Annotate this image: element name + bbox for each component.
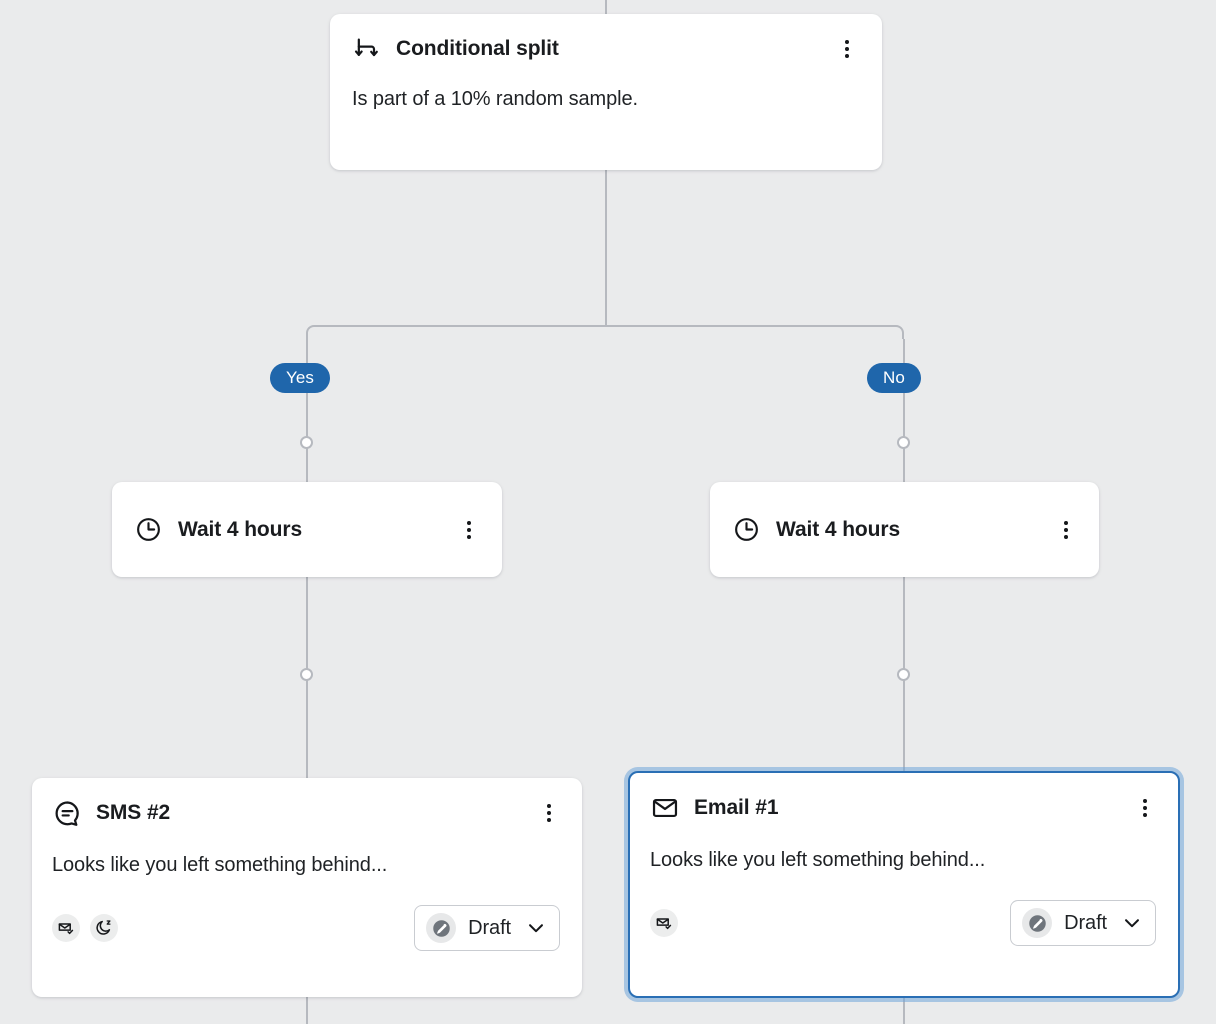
card-preview-text: Looks like you left something behind...	[52, 854, 388, 876]
card-header: Conditional split	[352, 34, 858, 64]
card-preview-text: Looks like you left something behind...	[650, 849, 986, 871]
kebab-menu-icon[interactable]	[1055, 519, 1077, 541]
clock-icon	[732, 516, 760, 544]
card-title: Conditional split	[396, 37, 559, 60]
pencil-icon	[1022, 908, 1053, 938]
kebab-menu-icon[interactable]	[1134, 797, 1156, 819]
add-step-dot-yes-lower[interactable]	[300, 668, 313, 681]
connector-corner-no	[890, 325, 904, 339]
branch-label-no[interactable]: No	[867, 363, 921, 393]
connector-no-below-email	[903, 998, 905, 1024]
quiet-hours-icon[interactable]	[90, 914, 118, 942]
card-header: Wait 4 hours	[732, 516, 1077, 544]
kebab-menu-icon[interactable]	[458, 519, 480, 541]
add-step-dot-no-upper[interactable]	[897, 436, 910, 449]
smart-sending-icon[interactable]	[650, 909, 678, 937]
connector-yes-below-sms	[306, 996, 308, 1024]
chevron-down-icon	[1121, 912, 1143, 934]
connector-corner-yes	[306, 325, 320, 339]
card-title: SMS #2	[96, 801, 171, 824]
smart-sending-icon[interactable]	[52, 914, 80, 942]
status-label: Draft	[468, 916, 511, 939]
connector-into-conditional-split	[605, 0, 607, 14]
node-card-wait-yes[interactable]: Wait 4 hours	[112, 482, 502, 577]
card-badges	[52, 914, 118, 942]
card-header: SMS #2	[52, 798, 560, 828]
connector-yes-to-wait	[306, 339, 308, 482]
clock-icon	[134, 516, 162, 544]
card-title: Wait 4 hours	[776, 517, 901, 541]
kebab-menu-icon[interactable]	[538, 802, 560, 824]
card-footer: Draft	[650, 900, 1156, 946]
card-description: Is part of a 10% random sample.	[352, 88, 638, 110]
card-title: Wait 4 hours	[178, 517, 303, 541]
status-dropdown-sms-2[interactable]: Draft	[414, 905, 560, 951]
kebab-menu-icon[interactable]	[836, 38, 858, 60]
card-header: Email #1	[650, 793, 1156, 823]
add-step-dot-no-lower[interactable]	[897, 668, 910, 681]
card-badges	[650, 909, 678, 937]
branch-label-yes[interactable]: Yes	[270, 363, 331, 393]
pencil-icon	[426, 913, 457, 943]
node-card-email-1[interactable]: Email #1 Looks like you left something b…	[628, 771, 1180, 998]
chevron-down-icon	[525, 917, 547, 939]
connector-branch-bar-left	[319, 325, 607, 327]
node-card-conditional-split[interactable]: Conditional split Is part of a 10% rando…	[330, 14, 882, 170]
status-label: Draft	[1064, 911, 1107, 934]
card-title: Email #1	[694, 796, 779, 819]
node-card-sms-2[interactable]: SMS #2 Looks like you left something beh…	[32, 778, 582, 997]
split-branch-icon	[352, 34, 382, 64]
card-header: Wait 4 hours	[134, 516, 480, 544]
add-step-dot-yes-upper[interactable]	[300, 436, 313, 449]
envelope-icon	[650, 793, 680, 823]
connector-conditional-split-down	[605, 168, 607, 326]
connector-branch-bar-right	[605, 325, 893, 327]
status-dropdown-email-1[interactable]: Draft	[1010, 900, 1156, 946]
connector-no-to-wait	[903, 339, 905, 482]
node-card-wait-no[interactable]: Wait 4 hours	[710, 482, 1099, 577]
chat-bubble-icon	[52, 798, 82, 828]
card-footer: Draft	[52, 905, 560, 951]
